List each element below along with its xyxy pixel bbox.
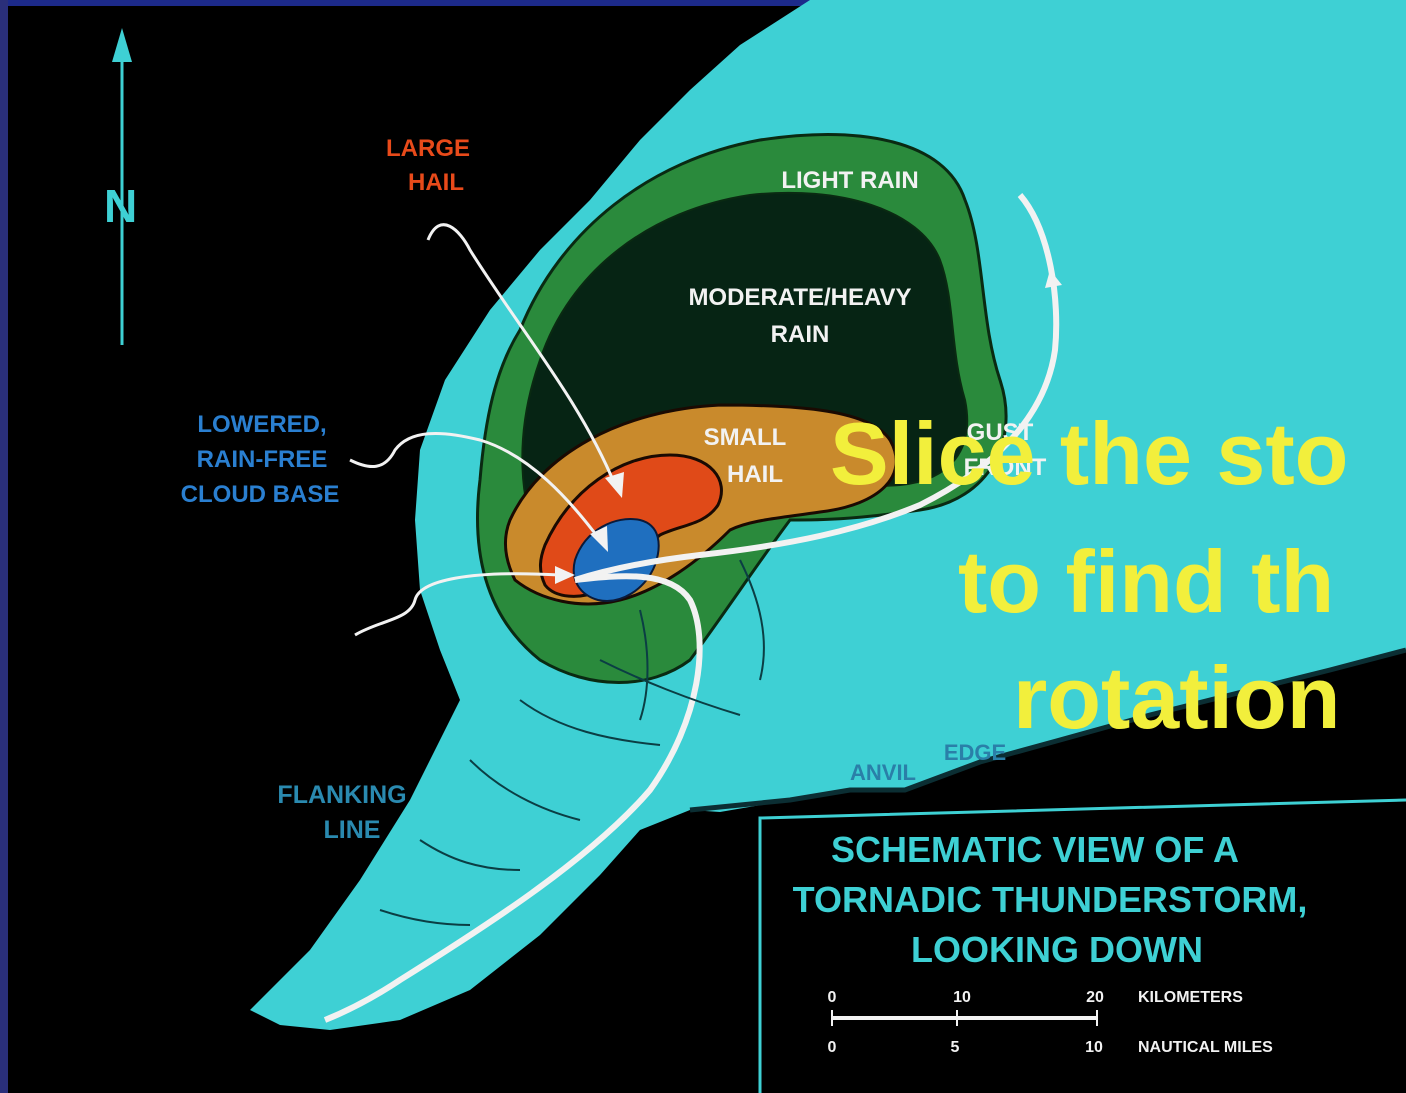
slide-text-line-2: to find th xyxy=(958,536,1334,628)
slide-text-line-3: rotation xyxy=(1013,652,1341,744)
slide-text-line-1: Slice the sto xyxy=(830,408,1348,500)
